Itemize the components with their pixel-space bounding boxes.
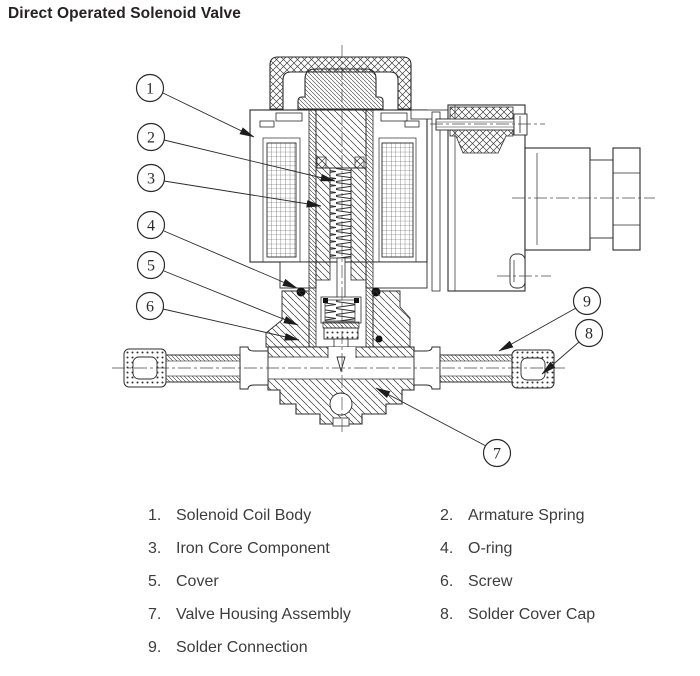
balloon-3: 3 — [136, 163, 166, 193]
armature-spring — [329, 167, 352, 259]
mounting-hole — [329, 392, 353, 416]
legend-item-4: 4. O-ring — [440, 540, 513, 557]
spring-retainer-right — [354, 298, 359, 303]
housing-tab-left-2 — [259, 120, 275, 128]
leader-7 — [375, 387, 487, 447]
valve-spring — [324, 299, 356, 322]
leader-8 — [541, 341, 580, 375]
legend-item-6: 6. Screw — [440, 573, 513, 590]
housing-flange-right — [365, 261, 428, 289]
pipe-right-wall-top — [439, 354, 513, 362]
svg-text:3: 3 — [147, 171, 155, 188]
body-notch — [332, 417, 350, 427]
legend-item-9: 9. Solder Connection — [148, 639, 308, 656]
svg-text:6: 6 — [146, 299, 154, 316]
body-seal-right — [375, 335, 383, 343]
terminal-screw-head — [513, 113, 528, 136]
housing-bracket-top — [410, 109, 451, 120]
pipe-left-wall-bottom — [165, 375, 241, 383]
svg-text:9: 9 — [583, 294, 591, 311]
leader-9 — [498, 307, 577, 352]
cover-left — [265, 290, 310, 348]
leader-3 — [163, 180, 322, 208]
spring-retainer-left — [323, 298, 328, 303]
svg-text:4: 4 — [147, 218, 155, 235]
core-flank-left — [315, 167, 331, 281]
core-seal-left — [316, 156, 327, 169]
housing-tab-left-1 — [275, 112, 303, 122]
leader-6 — [162, 308, 300, 341]
balloon-2: 2 — [136, 122, 166, 152]
balloon-8: 8 — [574, 318, 604, 348]
tube-wall-left — [308, 108, 317, 348]
valve-chamber — [328, 347, 356, 358]
balloon-4: 4 — [136, 210, 166, 240]
legend-item-8: 8. Solder Cover Cap — [440, 606, 596, 623]
core-seal-right — [354, 156, 365, 169]
leader-2 — [163, 139, 336, 182]
balloon-5: 5 — [136, 250, 166, 280]
legend-item-7: 7. Valve Housing Assembly — [148, 606, 351, 623]
housing-tab-right-2 — [404, 120, 420, 128]
terminal-screw-threads — [436, 121, 514, 128]
valve-seal — [323, 327, 359, 340]
parts-legend: 1. Solenoid Coil Body 2. Armature Spring… — [148, 506, 618, 657]
balloon-7: 7 — [482, 438, 512, 468]
coil-winding-right — [381, 142, 414, 258]
balloon-1: 1 — [135, 73, 165, 103]
pipe-left-wall-top — [165, 354, 241, 362]
solenoid-valve-diagram: 1 2 3 4 5 6 7 — [112, 45, 655, 468]
valve-washer — [322, 321, 360, 329]
callout-balloons: 1 2 3 4 5 6 7 — [135, 73, 604, 468]
legend-item-2: 2. Armature Spring — [440, 507, 585, 524]
svg-text:1: 1 — [146, 81, 154, 98]
leader-4 — [163, 230, 298, 289]
pipe-right-wall-bottom — [439, 375, 513, 383]
legend-item-3: 3. Iron Core Component — [148, 540, 330, 557]
needle — [336, 356, 346, 373]
top-cap — [269, 56, 412, 110]
valve-chamber-walls — [327, 347, 357, 358]
page-title: Direct Operated Solenoid Valve — [8, 5, 241, 22]
plug-cylinder — [524, 147, 591, 251]
svg-text:2: 2 — [147, 130, 155, 147]
housing-tab-right-1 — [380, 112, 408, 122]
bottom-clip — [509, 253, 526, 289]
terminal-screw-shaft — [435, 118, 515, 131]
gland-reducer — [589, 159, 614, 239]
gland-nut — [612, 147, 641, 251]
balloon-9: 9 — [572, 286, 602, 316]
svg-text:5: 5 — [147, 258, 155, 275]
armature-stem — [336, 257, 346, 304]
svg-text:7: 7 — [493, 446, 501, 463]
solder-cap-right-bore — [520, 357, 546, 381]
plunger-tube-dome — [297, 68, 384, 110]
core-flank-right — [350, 167, 367, 281]
svg-text:8: 8 — [585, 326, 593, 343]
tube-wall-right — [365, 108, 374, 348]
balloon-6: 6 — [135, 291, 165, 321]
leader-5 — [163, 270, 299, 326]
legend-item-1: 1. Solenoid Coil Body — [148, 507, 312, 524]
connector-plate — [431, 111, 441, 292]
leader-1 — [162, 92, 255, 138]
legend-item-5: 5. Cover — [148, 573, 219, 590]
gland-nut-lines — [613, 172, 640, 226]
